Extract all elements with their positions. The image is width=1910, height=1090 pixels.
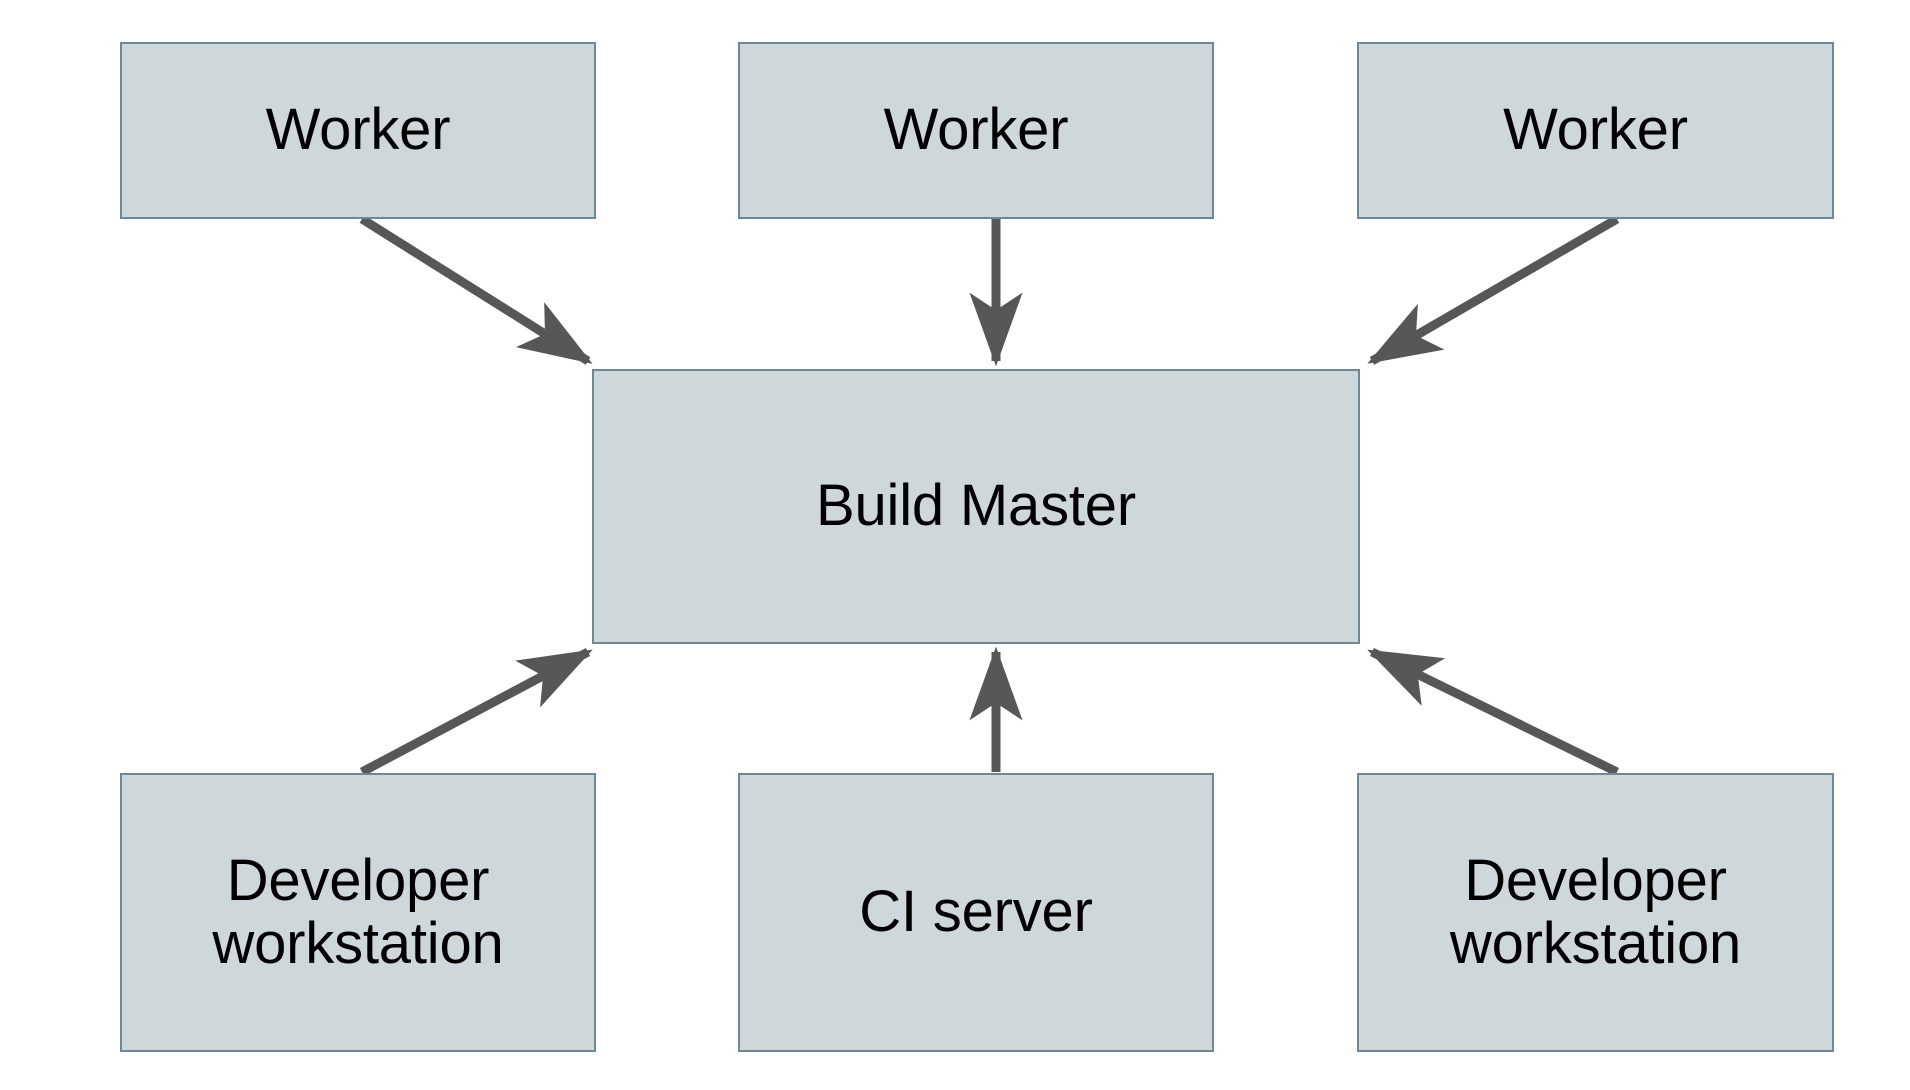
node-worker-1[interactable]: Worker [120,42,596,219]
node-worker-2[interactable]: Worker [738,42,1214,219]
node-label: Worker [265,97,451,163]
node-build-master[interactable]: Build Master [592,369,1360,644]
node-label: Developer workstation [1449,848,1742,976]
edge-worker-1-to-build-master [359,215,593,365]
node-ci-server[interactable]: CI server [738,773,1214,1052]
edge-worker-3-to-build-master [1367,215,1620,365]
node-label: Worker [1503,97,1688,163]
node-developer-workstation-1[interactable]: Developer workstation [120,773,596,1052]
node-label: CI server [859,879,1093,945]
edge-dev-ws-2-to-build-master [1367,647,1619,777]
node-developer-workstation-2[interactable]: Developer workstation [1357,773,1834,1052]
node-label: Build Master [816,473,1136,539]
node-worker-3[interactable]: Worker [1357,42,1834,219]
node-label: Developer workstation [212,848,504,976]
node-label: Worker [883,97,1069,163]
edge-dev-ws-1-to-build-master [359,648,593,776]
